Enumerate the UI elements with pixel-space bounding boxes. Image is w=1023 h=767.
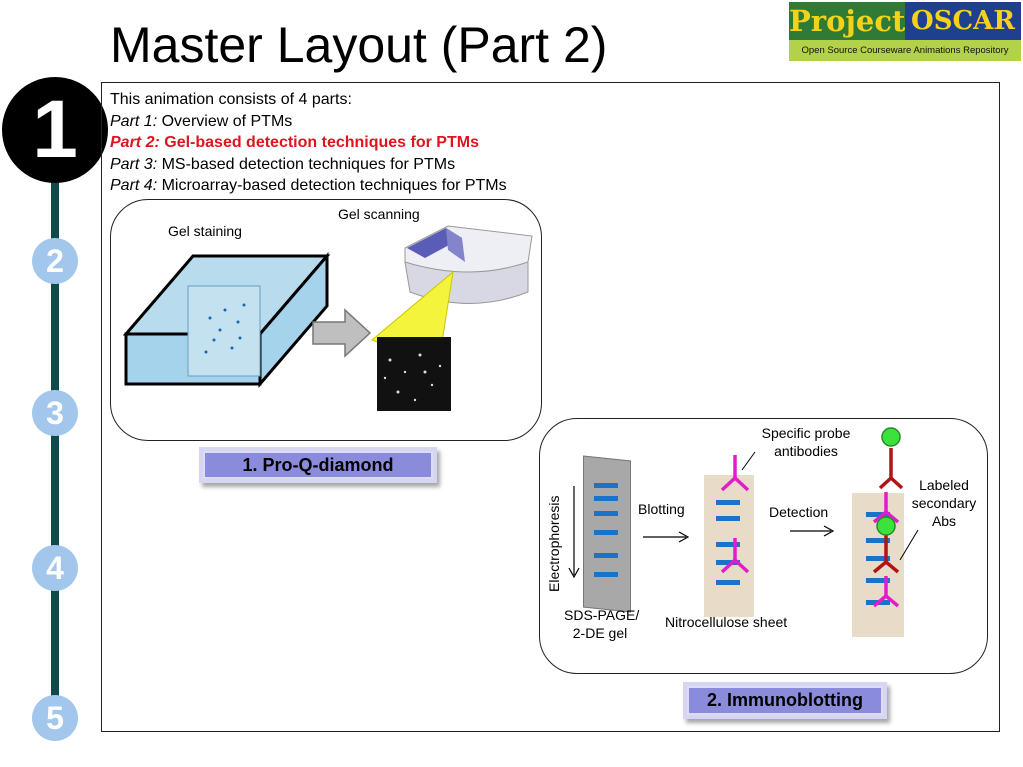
logo-tagline: Open Source Courseware Animations Reposi… [789,40,1021,61]
step-2-button[interactable]: 2 [32,238,78,284]
detected-band [866,538,890,543]
pro-q-diamond-button[interactable]: 1. Pro-Q-diamond [203,451,433,479]
gel-scanning-label: Gel scanning [338,206,420,222]
part-1-text: Overview of PTMs [161,112,293,130]
specific-probe-line-2: antibodies [774,443,838,459]
secondary-antibody-icon [872,448,904,574]
part-4-text: Microarray-based detection techniques fo… [161,177,507,194]
labeled-line-2: secondary [911,495,977,511]
detection-label: Detection [769,504,829,520]
gel-band [594,483,618,488]
detection-arrow-icon [823,525,835,537]
gel-band [594,530,618,535]
blot-band [716,542,740,547]
blot-band [716,500,740,505]
step-1-button[interactable]: 1 [2,77,108,183]
specific-probe-line-1: Specific probe [761,425,851,441]
step-5-button[interactable]: 5 [32,695,78,741]
pro-q-diamond-button-frame[interactable]: 1. Pro-Q-diamond [199,447,437,483]
fluorescent-label-icon [876,516,896,536]
blotting-arrow-icon [678,531,690,543]
labeled-line-1: Labeled [919,477,969,493]
sds-page-line-2: 2-DE gel [572,625,628,641]
gel-band [594,496,618,501]
labeled-line-3: Abs [931,513,957,529]
blot-band [716,580,740,585]
intro-heading: This animation consists of 4 parts: [110,91,352,108]
specific-probe-label: Specific probe antibodies [754,424,858,460]
pro-q-diamond-panel [110,199,542,441]
transfer-arrow-icon [312,308,372,358]
nitrocellulose-label: Nitrocellulose sheet [665,614,788,630]
step-4-button[interactable]: 4 [32,545,78,591]
content-frame [101,82,1000,732]
part-3-label: Part 3: [110,155,158,173]
part-4-line: Part 4: Microarray-based detection techn… [110,175,507,197]
sds-page-line-1: SDS-PAGE/ [564,607,640,623]
part-2-label: Part 2: [110,134,160,151]
primary-antibody-icon [720,455,750,574]
blot-band [716,516,740,521]
logo-project-text: Project [789,2,906,40]
detected-band [866,512,890,517]
gel-band [594,572,618,577]
page-title: Master Layout (Part 2) [110,17,608,73]
primary-antibody-icon [872,492,900,608]
project-oscar-logo: Project OSCAR Open Source Courseware Ani… [789,2,1021,61]
gel-band [594,511,618,516]
logo-oscar-text: OSCAR [905,2,1021,40]
fluorescent-label-icon [881,427,901,447]
sds-page-label: SDS-PAGE/ 2-DE gel [564,606,640,642]
detected-band [866,556,890,561]
scanned-gel-image [377,337,451,411]
electrophoresis-arrow-icon [568,567,580,579]
gel-staining-label: Gel staining [168,223,242,239]
intro-text: This animation consists of 4 parts: Part… [110,89,507,197]
part-1-label: Part 1: [110,112,158,130]
immunoblotting-panel [539,418,988,674]
blotting-label: Blotting [638,501,685,517]
part-2-text: Gel-based detection techniques for PTMs [164,134,479,151]
part-3-text: MS-based detection techniques for PTMs [161,155,456,173]
part-3-line: Part 3: MS-based detection techniques fo… [110,154,507,176]
gel-band [594,553,618,558]
step-timeline: 1 2 3 4 5 [0,0,110,767]
blot-band [716,560,740,565]
immunoblotting-button[interactable]: 2. Immunoblotting [687,686,883,715]
immunoblotting-button-frame[interactable]: 2. Immunoblotting [683,682,887,719]
labeled-secondary-label: Labeled secondary Abs [906,476,982,530]
detected-band [866,578,890,583]
staining-tray-icon [122,251,331,389]
part-1-line: Part 1: Overview of PTMs [110,111,507,133]
step-3-button[interactable]: 3 [32,390,78,436]
part-2-line: Part 2: Gel-based detection techniques f… [110,132,507,154]
part-4-label: Part 4: [110,177,158,194]
